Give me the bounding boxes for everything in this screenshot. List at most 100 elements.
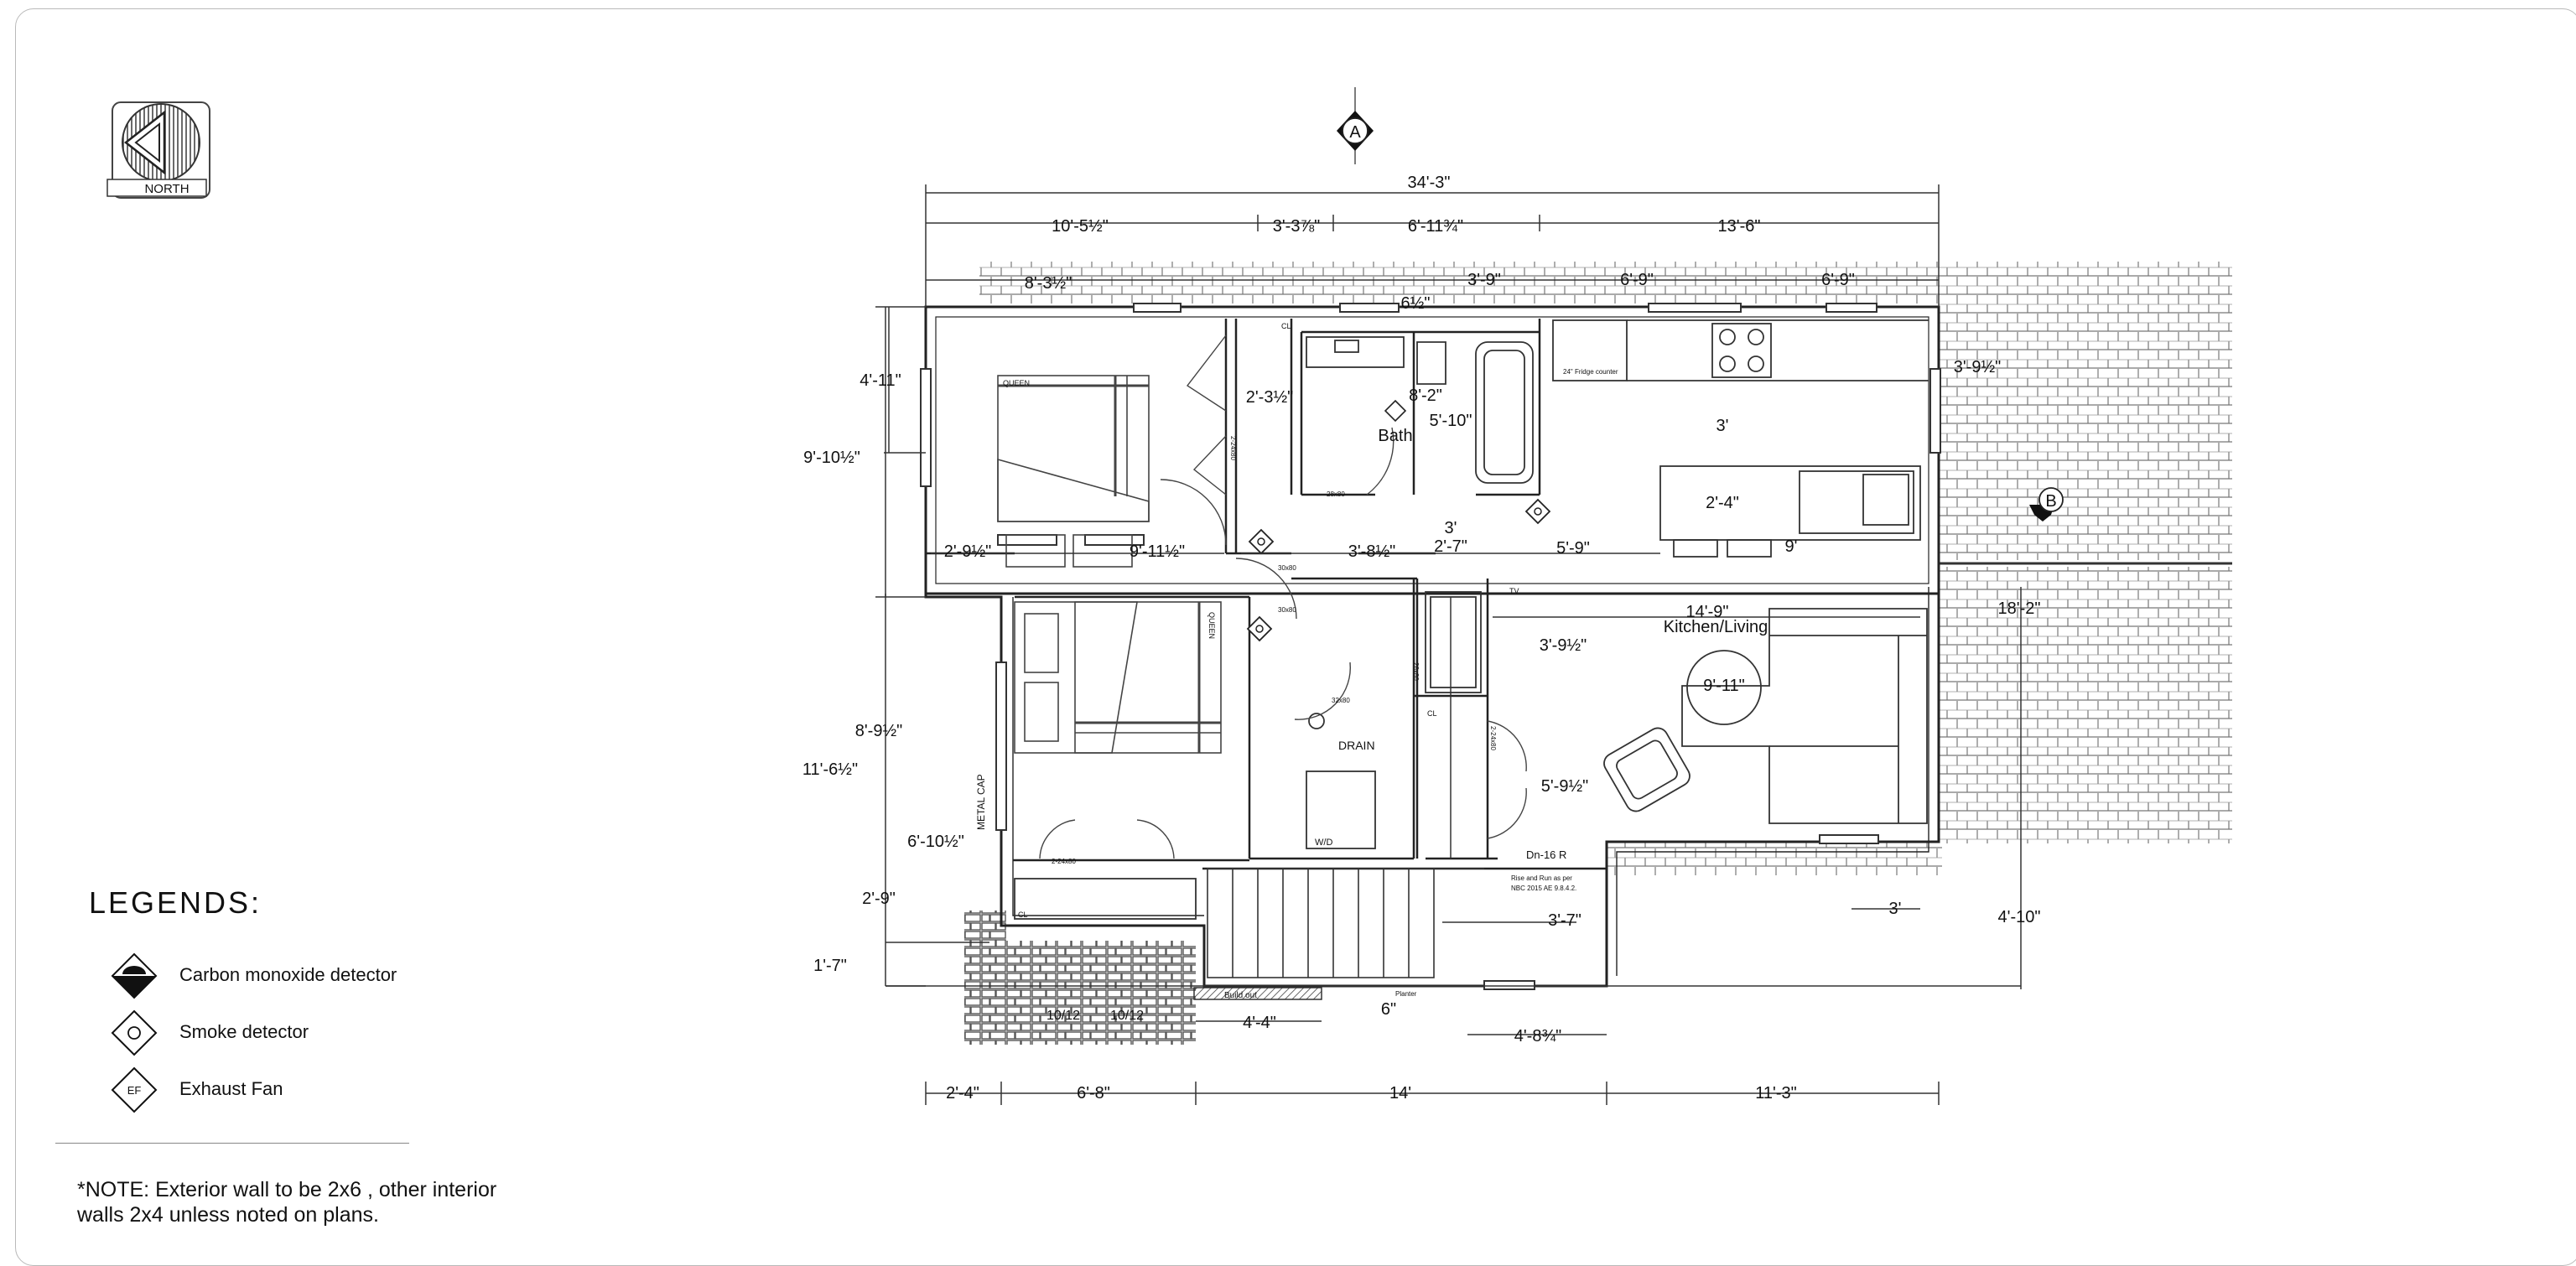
dim-overall: 34'-3" <box>1408 174 1451 192</box>
svg-text:4'-4": 4'-4" <box>1243 1014 1276 1032</box>
svg-text:6'-9": 6'-9" <box>1620 271 1654 289</box>
exhaust-fan-icon: EF <box>111 1066 158 1113</box>
smoke-detector-icon <box>111 1009 158 1056</box>
carbon-monoxide-detector-icon <box>111 952 158 999</box>
roof-top-left <box>979 262 1088 304</box>
room-labels: Bath Kitchen/Living DRAIN W/D QUEEN QUEE… <box>975 322 1768 1023</box>
living-furniture <box>1603 608 1928 824</box>
stone-landing <box>1003 941 1196 1045</box>
stair <box>1207 868 1576 978</box>
legend-item-smoke-detector: Smoke detector <box>179 1021 309 1043</box>
svg-text:2'-4": 2'-4" <box>946 1084 979 1103</box>
roof-right-upper <box>1939 262 2232 560</box>
svg-text:2-24x80: 2-24x80 <box>1052 858 1076 865</box>
svg-text:9'-11": 9'-11" <box>1703 677 1744 695</box>
divider <box>55 1143 409 1144</box>
legend-label: Carbon monoxide detector <box>179 964 397 985</box>
bed-queen-2 <box>1014 601 1222 754</box>
svg-text:2'-3½": 2'-3½" <box>1246 388 1294 407</box>
svg-text:10/12: 10/12 <box>1110 1009 1144 1023</box>
svg-text:B: B <box>2045 492 2056 511</box>
svg-text:2'-9": 2'-9" <box>862 890 896 908</box>
room-kitchen-living: Kitchen/Living <box>1664 618 1768 636</box>
legend-item-exhaust-fan: Exhaust Fan <box>179 1078 283 1100</box>
svg-text:8'-2": 8'-2" <box>1409 387 1442 405</box>
svg-text:3'-9": 3'-9" <box>1467 271 1501 289</box>
svg-text:10/12: 10/12 <box>1046 1009 1080 1023</box>
svg-text:14'-9": 14'-9" <box>1686 603 1729 621</box>
legend-title: LEGENDS: <box>89 885 262 920</box>
general-note: *NOTE: Exterior wall to be 2x6 , other i… <box>77 1177 681 1227</box>
svg-text:4'-11": 4'-11" <box>860 371 901 390</box>
svg-text:4'-10": 4'-10" <box>1998 908 2041 926</box>
note-line-2: walls 2x4 unless noted on plans. <box>77 1203 379 1227</box>
svg-text:3'-8½": 3'-8½" <box>1348 542 1396 561</box>
roof-bottom <box>1607 842 1942 875</box>
legend-item-co-detector: Carbon monoxide detector <box>179 964 397 986</box>
svg-text:30x80: 30x80 <box>1278 606 1296 614</box>
svg-text:2-24x80: 2-24x80 <box>1489 726 1497 750</box>
svg-text:5'-10": 5'-10" <box>1430 412 1472 430</box>
svg-text:28x80: 28x80 <box>1412 662 1420 681</box>
north-arrow-icon: NORTH <box>106 101 210 199</box>
svg-text:6'-9": 6'-9" <box>1821 271 1855 289</box>
svg-text:CL: CL <box>1018 911 1028 919</box>
laundry-closet <box>1014 591 1482 920</box>
stone-left <box>964 911 1006 1045</box>
svg-text:32x80: 32x80 <box>1332 697 1350 704</box>
svg-text:3'-7": 3'-7" <box>1548 911 1581 930</box>
svg-text:5'-9": 5'-9" <box>1556 539 1590 558</box>
north-label: NORTH <box>144 182 189 196</box>
svg-text:METAL CAP: METAL CAP <box>975 774 987 830</box>
svg-text:10'-5½": 10'-5½" <box>1052 217 1109 236</box>
svg-text:Build out: Build out <box>1224 991 1257 1000</box>
svg-text:9'-11½": 9'-11½" <box>1130 542 1185 561</box>
svg-text:24" Fridge counter: 24" Fridge counter <box>1563 368 1618 376</box>
legend-label: Smoke detector <box>179 1021 309 1042</box>
windows <box>920 303 1941 990</box>
bed-queen-1 <box>997 375 1150 568</box>
note-line-1: *NOTE: Exterior wall to be 2x6 , other i… <box>77 1178 497 1201</box>
svg-text:6'-8": 6'-8" <box>1077 1084 1110 1103</box>
svg-text:3'-9½": 3'-9½" <box>1540 636 1587 655</box>
svg-text:30x80: 30x80 <box>1278 564 1296 572</box>
svg-text:8'-3½": 8'-3½" <box>1025 274 1072 293</box>
svg-text:CL: CL <box>1281 322 1291 330</box>
svg-text:QUEEN: QUEEN <box>1208 612 1216 639</box>
svg-text:2'-7": 2'-7" <box>1434 537 1467 556</box>
build-out-hatch <box>1193 987 1322 1000</box>
svg-text:11'-6½": 11'-6½" <box>802 760 858 779</box>
svg-text:4'-8¾": 4'-8¾" <box>1514 1027 1562 1045</box>
svg-text:6": 6" <box>1381 1000 1396 1019</box>
svg-text:6½": 6½" <box>1401 294 1431 313</box>
svg-text:Dn-16 R: Dn-16 R <box>1526 848 1566 861</box>
section-marker-b: B <box>2029 487 2064 521</box>
roof-top-right <box>1536 262 1939 304</box>
svg-text:1'-7": 1'-7" <box>813 957 847 975</box>
section-marker-a: A <box>1337 87 1374 164</box>
room-bath: Bath <box>1378 427 1412 445</box>
svg-text:3': 3' <box>1716 417 1729 435</box>
svg-text:9'-10½": 9'-10½" <box>803 449 860 467</box>
dimension-labels: 34'-3" 10'-5½" 3'-3⅞" 6'-11¾" 13'-6" 8'-… <box>802 174 2041 1103</box>
svg-text:A: A <box>1349 123 1361 142</box>
doors <box>1039 335 1527 859</box>
svg-text:11'-3": 11'-3" <box>1755 1084 1796 1103</box>
svg-text:6'-10½": 6'-10½" <box>907 833 964 851</box>
svg-text:3'-9½": 3'-9½" <box>1954 358 2002 376</box>
svg-text:5'-9½": 5'-9½" <box>1541 777 1589 796</box>
svg-text:Planter: Planter <box>1395 990 1417 998</box>
svg-text:2'-9½": 2'-9½" <box>944 542 992 561</box>
smoke-detector-icon <box>1248 528 1275 555</box>
svg-text:CL: CL <box>1427 709 1437 718</box>
svg-text:TV: TV <box>1509 587 1519 595</box>
svg-text:28x80: 28x80 <box>1327 490 1345 498</box>
exhaust-fan-icon <box>1384 399 1407 423</box>
svg-text:6'-11¾": 6'-11¾" <box>1408 217 1463 236</box>
exterior-walls <box>924 305 1940 988</box>
svg-text:2'-4": 2'-4" <box>1706 494 1739 512</box>
legend-label: Exhaust Fan <box>179 1078 283 1099</box>
svg-text:9': 9' <box>1785 537 1798 556</box>
svg-text:W/D: W/D <box>1315 838 1332 848</box>
